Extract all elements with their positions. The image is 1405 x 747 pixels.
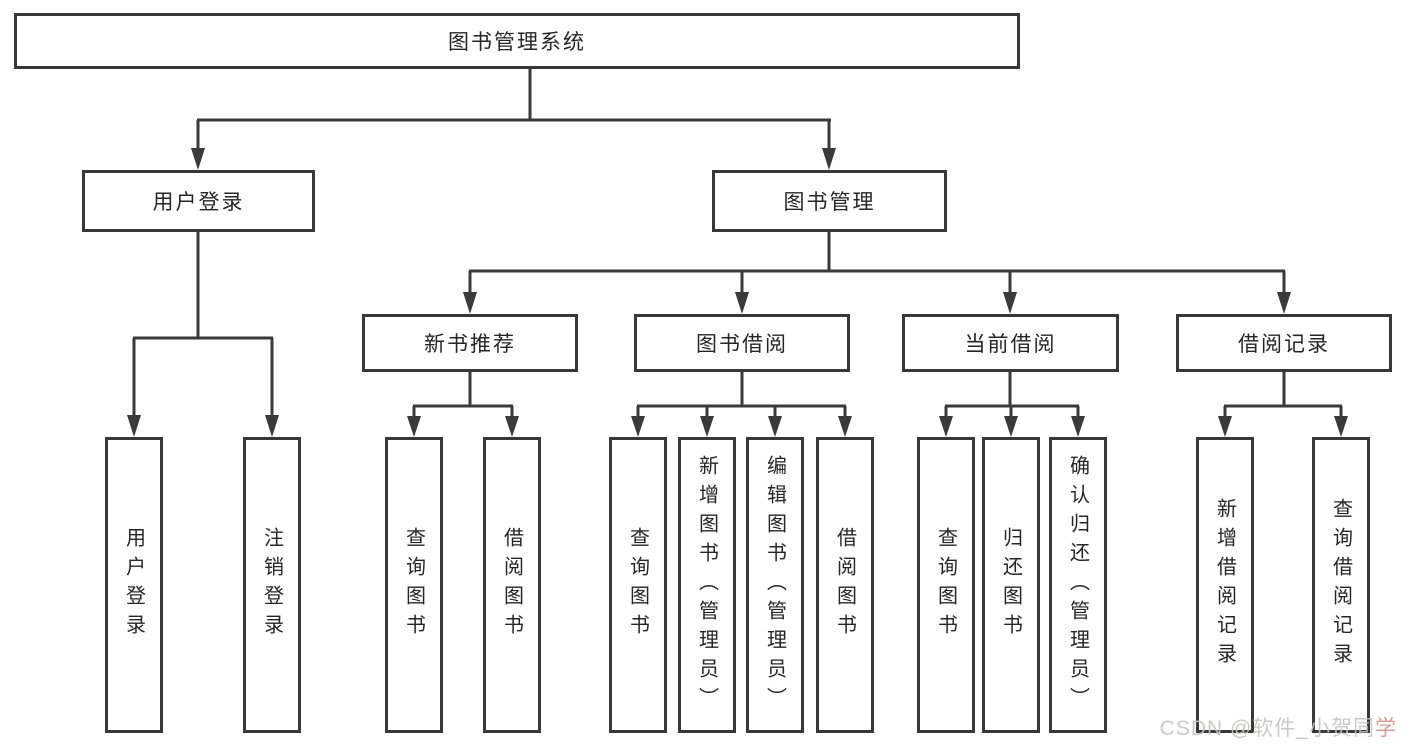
leaf-borrow-book-under-borrow: 借阅图书	[816, 437, 874, 733]
node-root-label: 图书管理系统	[448, 31, 586, 54]
node-current-borrow-label: 当前借阅	[964, 333, 1057, 356]
leaf-user-login: 用户登录	[105, 437, 163, 733]
leaf-query-book-under-borrow-label: 查询图书	[626, 527, 649, 643]
leaf-edit-book-admin: 编辑图书（管理员）	[746, 437, 804, 733]
node-book-borrow: 图书借阅	[634, 314, 850, 372]
leaf-return-book-label: 归还图书	[999, 527, 1022, 643]
node-current-borrow: 当前借阅	[902, 314, 1119, 372]
node-borrow-record-label: 借阅记录	[1238, 333, 1330, 356]
csdn-watermark-text: CSDN @软件_小贺同	[1159, 717, 1375, 740]
leaf-query-book-under-recommend-label: 查询图书	[402, 527, 425, 643]
node-new-book-recommend-label: 新书推荐	[424, 333, 516, 356]
leaf-borrow-book-under-recommend-label: 借阅图书	[500, 527, 523, 643]
node-user-login: 用户登录	[82, 170, 315, 232]
leaf-borrow-book-under-recommend: 借阅图书	[483, 437, 541, 733]
leaf-add-book-admin: 新增图书（管理员）	[678, 437, 736, 733]
node-root: 图书管理系统	[14, 13, 1020, 69]
csdn-watermark-text-red: 学	[1375, 717, 1397, 740]
leaf-logout-label: 注销登录	[260, 527, 283, 643]
node-new-book-recommend: 新书推荐	[362, 314, 578, 372]
leaf-add-borrow-record-label: 新增借阅记录	[1213, 498, 1236, 672]
leaf-user-login-label: 用户登录	[122, 527, 145, 643]
node-book-management-label: 图书管理	[783, 191, 876, 214]
leaf-query-borrow-record-label: 查询借阅记录	[1329, 498, 1352, 672]
leaf-query-borrow-record: 查询借阅记录	[1312, 437, 1370, 733]
leaf-query-book-under-recommend: 查询图书	[385, 437, 443, 733]
leaf-add-borrow-record: 新增借阅记录	[1196, 437, 1254, 733]
leaf-edit-book-admin-label: 编辑图书（管理员）	[763, 454, 786, 716]
leaf-confirm-return-admin-label: 确认归还（管理员）	[1066, 454, 1089, 716]
node-book-management: 图书管理	[712, 170, 947, 232]
leaf-confirm-return-admin: 确认归还（管理员）	[1049, 437, 1107, 733]
leaf-return-book: 归还图书	[982, 437, 1040, 733]
leaf-borrow-book-under-borrow-label: 借阅图书	[833, 527, 856, 643]
leaf-query-book-under-borrow: 查询图书	[609, 437, 667, 733]
leaf-query-book-under-current: 查询图书	[917, 437, 975, 733]
csdn-watermark: CSDN @软件_小贺同学	[1160, 712, 1397, 742]
leaf-add-book-admin-label: 新增图书（管理员）	[695, 454, 718, 716]
node-user-login-label: 用户登录	[152, 191, 245, 214]
leaf-query-book-under-current-label: 查询图书	[934, 527, 957, 643]
node-borrow-record: 借阅记录	[1176, 314, 1392, 372]
leaf-logout: 注销登录	[243, 437, 301, 733]
node-book-borrow-label: 图书借阅	[696, 333, 788, 356]
